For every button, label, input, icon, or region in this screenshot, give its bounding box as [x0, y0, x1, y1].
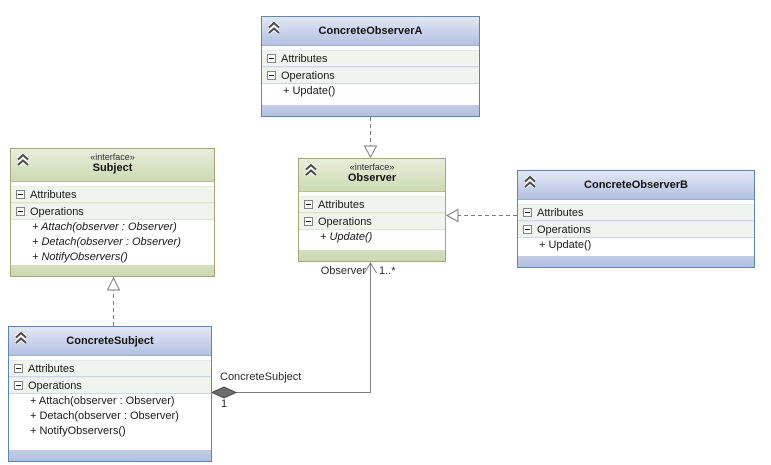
class-header[interactable]: ConcreteObserverB: [518, 171, 754, 200]
association-source-multiplicity-label: 1: [221, 398, 228, 410]
class-footer-strip: [9, 450, 211, 461]
attributes-label: Attributes: [281, 52, 328, 65]
composition-diamond-icon: [210, 386, 238, 399]
association-target-role-label: Observer: [320, 265, 366, 277]
attributes-label: Attributes: [28, 362, 75, 375]
collapse-chevron-icon[interactable]: [523, 174, 537, 189]
collapse-chevron-icon[interactable]: [267, 20, 281, 35]
attributes-label: Attributes: [537, 206, 584, 219]
operation-item[interactable]: + NotifyObservers(): [32, 251, 128, 263]
class-concreteobserverb[interactable]: ConcreteObserverB Attributes Operations …: [517, 170, 755, 268]
stereotype-label: «interface»: [349, 162, 395, 172]
attributes-section[interactable]: Attributes: [518, 204, 754, 221]
attributes-label: Attributes: [318, 198, 365, 211]
operations-section[interactable]: Operations: [262, 67, 479, 84]
class-name: Observer: [347, 172, 397, 184]
collapse-minus-icon[interactable]: [14, 364, 23, 373]
operation-item[interactable]: + Attach(observer : Observer): [32, 221, 177, 233]
class-observer[interactable]: «interface» Observer Attributes Operatio…: [298, 158, 446, 262]
operation-item[interactable]: + NotifyObservers(): [30, 425, 126, 437]
collapse-minus-icon[interactable]: [523, 225, 532, 234]
collapse-chevron-icon[interactable]: [14, 330, 28, 345]
collapse-minus-icon[interactable]: [267, 71, 276, 80]
class-footer-strip: [299, 250, 445, 261]
class-footer-strip: [518, 256, 754, 267]
operations-label: Operations: [537, 223, 591, 236]
attributes-section[interactable]: Attributes: [11, 186, 214, 203]
operation-item[interactable]: + Detach(observer : Observer): [32, 236, 181, 248]
collapse-minus-icon[interactable]: [16, 207, 25, 216]
collapse-chevron-icon[interactable]: [16, 152, 30, 167]
stereotype-label: «interface»: [90, 152, 135, 162]
class-concretesubject[interactable]: ConcreteSubject Attributes Operations + …: [8, 326, 212, 462]
operations-label: Operations: [28, 379, 82, 392]
collapse-minus-icon[interactable]: [304, 200, 313, 209]
association-concretesubject-observer[interactable]: [210, 262, 377, 399]
class-footer-strip: [11, 265, 214, 276]
operations-label: Operations: [30, 205, 84, 218]
operations-section[interactable]: Operations: [11, 203, 214, 220]
operations-section[interactable]: Operations: [9, 377, 211, 394]
operation-item[interactable]: + Update(): [320, 231, 373, 243]
operation-item[interactable]: + Detach(observer : Observer): [30, 410, 179, 422]
operation-item[interactable]: + Attach(observer : Observer): [30, 395, 175, 407]
attributes-section[interactable]: Attributes: [299, 196, 445, 213]
operations-section[interactable]: Operations: [299, 213, 445, 230]
class-concreteobservera[interactable]: ConcreteObserverA Attributes Operations …: [261, 16, 480, 117]
realization-concreteobserverb-observer[interactable]: [445, 208, 517, 223]
class-name: ConcreteObserverA: [318, 25, 423, 37]
operation-item[interactable]: + Update(): [539, 239, 592, 251]
class-name: Subject: [92, 162, 133, 174]
class-name: ConcreteObserverB: [584, 179, 688, 191]
operations-label: Operations: [318, 215, 372, 228]
class-header[interactable]: ConcreteSubject: [9, 327, 211, 356]
collapse-minus-icon[interactable]: [523, 208, 532, 217]
collapse-chevron-icon[interactable]: [304, 162, 318, 177]
collapse-minus-icon[interactable]: [267, 54, 276, 63]
class-header[interactable]: ConcreteObserverA: [262, 17, 479, 46]
class-footer-strip: [262, 105, 479, 116]
attributes-label: Attributes: [30, 188, 77, 201]
realization-concretesubject-subject[interactable]: [106, 276, 121, 326]
class-subject[interactable]: «interface» Subject Attributes Operation…: [10, 148, 215, 277]
operation-item[interactable]: + Update(): [283, 85, 336, 97]
class-name: ConcreteSubject: [66, 335, 154, 347]
realization-concreteobservera-observer[interactable]: [363, 117, 378, 159]
operations-label: Operations: [281, 69, 335, 82]
association-source-role-label: ConcreteSubject: [220, 371, 302, 383]
collapse-minus-icon[interactable]: [14, 381, 23, 390]
attributes-section[interactable]: Attributes: [9, 360, 211, 377]
attributes-section[interactable]: Attributes: [262, 50, 479, 67]
class-header[interactable]: «interface» Observer: [299, 159, 445, 192]
operations-section[interactable]: Operations: [518, 221, 754, 238]
collapse-minus-icon[interactable]: [16, 190, 25, 199]
class-header[interactable]: «interface» Subject: [11, 149, 214, 182]
association-target-multiplicity-label: 1..*: [379, 265, 396, 277]
collapse-minus-icon[interactable]: [304, 217, 313, 226]
